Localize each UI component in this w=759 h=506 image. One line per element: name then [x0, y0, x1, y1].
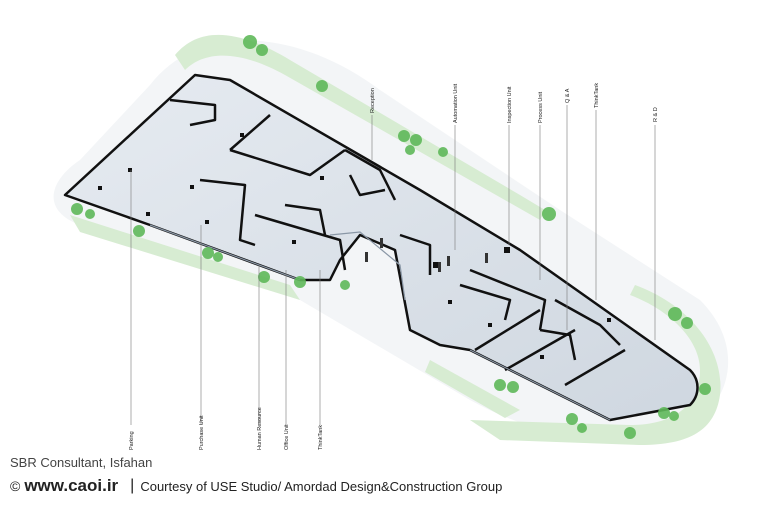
label-inspection-unit: Inspection Unit [507, 86, 513, 123]
caption-title: SBR Consultant, Isfahan [10, 455, 153, 470]
caption-credit-line: © www.caoi.ir | Courtesy of USE Studio/ … [10, 476, 502, 496]
label-thinktank-right: ThinkTank [594, 83, 600, 108]
label-rd: R & D [653, 107, 659, 122]
columns [98, 133, 611, 359]
label-office-unit: Office Unit [284, 424, 290, 450]
label-process-unit: Process Unit [538, 91, 544, 123]
caption-credit: Courtesy of USE Studio/ Amordad Design&C… [140, 478, 503, 494]
label-automation-unit: Automation Unit [453, 83, 459, 123]
site-link[interactable]: www.caoi.ir [24, 476, 119, 495]
label-human-resource: Human Resource [257, 407, 263, 450]
building-footprint [63, 73, 699, 422]
label-parking: Parking [129, 431, 135, 450]
leader-lines [130, 105, 656, 425]
label-thinktank-left: ThinkTank [318, 425, 324, 450]
label-reception: Reception [370, 88, 376, 113]
label-qa: Q & A [565, 88, 571, 103]
copyright-icon: © [10, 478, 21, 494]
interior-walls [169, 98, 626, 387]
people [365, 238, 488, 272]
label-purchase-unit: Purchase Unit [199, 415, 205, 450]
glass-facade [149, 224, 611, 421]
caption-separator: | [130, 477, 135, 494]
labels: Parking Purchase Unit Human Resource Off… [129, 83, 659, 450]
trees [71, 35, 711, 439]
